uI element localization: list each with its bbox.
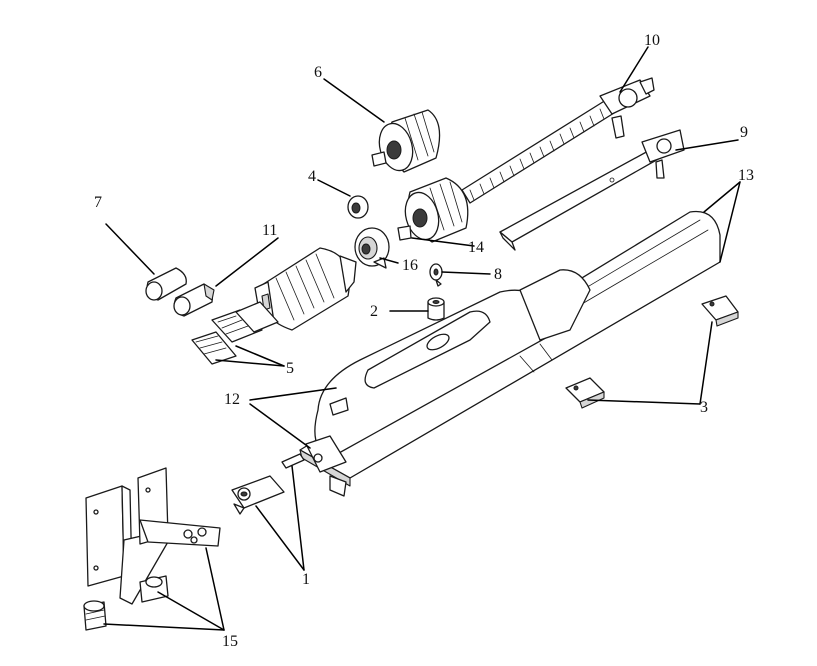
callout-9: 9 — [740, 124, 748, 141]
leader-1-b — [291, 465, 305, 571]
leader-lines — [103, 46, 741, 631]
leader-7 — [105, 223, 155, 275]
part-terminal-blocks — [191, 301, 279, 365]
leader-3-b — [587, 399, 701, 405]
callout-1: 1 — [302, 571, 310, 588]
callout-13: 13 — [738, 167, 754, 184]
part-capacitors — [145, 267, 215, 317]
leader-15-c — [103, 623, 225, 631]
callout-2: 2 — [370, 303, 378, 320]
part-mounting-brackets — [83, 467, 221, 631]
callout-5: 5 — [286, 360, 294, 377]
callout-12: 12 — [224, 391, 240, 408]
part-key-cylinder — [427, 297, 445, 321]
leader-13-a — [703, 181, 741, 213]
callout-6: 6 — [314, 64, 322, 81]
leader-9 — [675, 139, 739, 151]
callout-4: 4 — [308, 168, 316, 185]
part-gear-wheel-top — [371, 109, 441, 173]
callout-7: 7 — [94, 194, 102, 211]
leader-11 — [215, 237, 279, 287]
leader-5-b — [215, 359, 285, 367]
part-release-key — [429, 263, 443, 287]
leader-15-a — [205, 547, 225, 631]
leader-8 — [441, 271, 491, 275]
leader-13-b — [719, 181, 741, 263]
leader-12-a — [249, 387, 337, 401]
part-rear-bracket — [231, 453, 305, 515]
callout-14: 14 — [468, 239, 484, 256]
callout-11: 11 — [262, 222, 277, 239]
callout-3: 3 — [700, 399, 708, 416]
callout-16: 16 — [402, 257, 418, 274]
leader-3-a — [699, 321, 713, 405]
leader-10 — [619, 46, 649, 93]
leader-15-b — [157, 591, 225, 631]
part-gear-wheel-bottom — [397, 177, 469, 243]
leader-4 — [317, 179, 351, 197]
callouts: 10 6 9 13 4 7 11 14 16 8 2 5 12 3 1 15 — [94, 32, 754, 650]
part-cover — [305, 269, 591, 497]
part-motor — [254, 247, 357, 331]
leader-6 — [323, 78, 385, 123]
part-washer — [347, 195, 369, 219]
leader-1-a — [255, 505, 305, 571]
callout-15: 15 — [222, 633, 238, 650]
part-worm-screw — [461, 77, 655, 204]
leader-14 — [411, 237, 475, 247]
leader-5-a — [235, 345, 285, 367]
part-slider-bar — [499, 129, 685, 251]
callout-8: 8 — [494, 266, 502, 283]
part-pinion — [354, 227, 390, 269]
leader-12-b — [249, 403, 311, 449]
callout-10: 10 — [644, 32, 660, 49]
leader-16 — [379, 257, 399, 264]
